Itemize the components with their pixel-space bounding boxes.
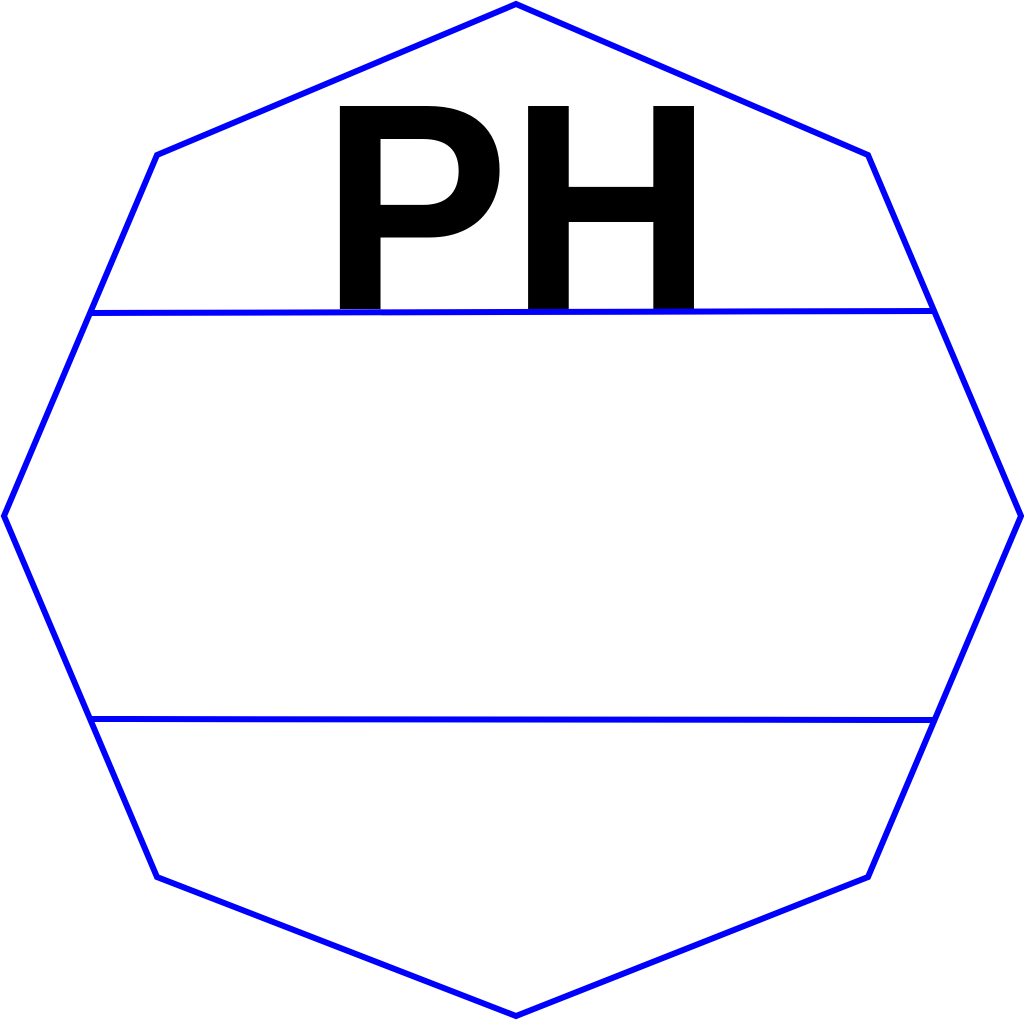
symbol-code-label: PH <box>321 42 713 372</box>
lower-divider-line <box>90 716 934 723</box>
upper-divider-line <box>91 308 934 316</box>
